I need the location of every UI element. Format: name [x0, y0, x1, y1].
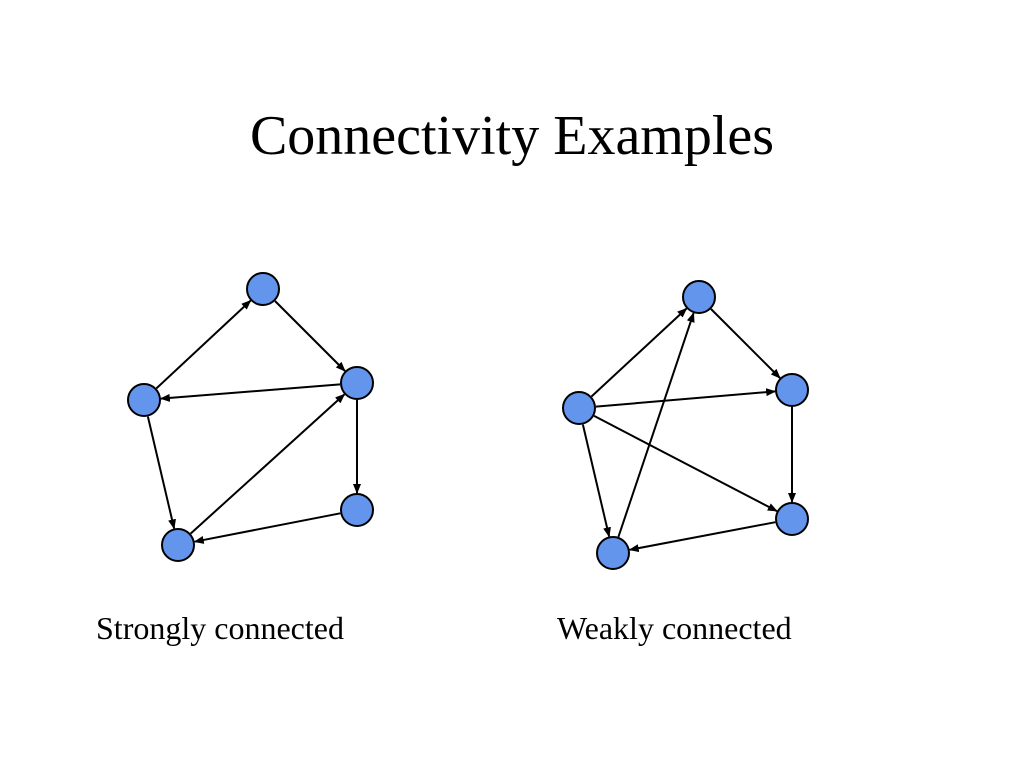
node-D — [340, 493, 374, 527]
graph-weakly-connected — [562, 280, 809, 570]
caption-weakly-connected: Weakly connected — [557, 610, 792, 646]
edge-B-to-A — [155, 299, 252, 390]
edge-B-to-E — [146, 416, 176, 530]
edge-A-to-C — [710, 308, 781, 379]
node-B — [562, 391, 596, 425]
node-C — [340, 366, 374, 400]
edge-A-to-C — [274, 300, 346, 372]
edge-E-to-C — [189, 393, 346, 535]
graph-strongly-connected — [127, 272, 374, 562]
edge-C-to-B — [159, 383, 341, 402]
caption-strongly-connected: Strongly connected — [96, 610, 344, 646]
node-E — [596, 536, 630, 570]
edge-E-to-A — [617, 312, 695, 538]
node-D — [775, 502, 809, 536]
edge-B-to-A — [590, 307, 688, 398]
node-B — [127, 383, 161, 417]
node-C — [775, 373, 809, 407]
slide-title: Connectivity Examples — [249, 105, 775, 167]
edge-D-to-E — [628, 521, 776, 553]
edge-B-to-E — [581, 424, 611, 538]
node-E — [161, 528, 195, 562]
node-A — [682, 280, 716, 314]
edge-D-to-E — [193, 512, 341, 544]
node-A — [246, 272, 280, 306]
edge-B-to-D — [593, 415, 778, 512]
edge-B-to-C — [595, 388, 777, 408]
